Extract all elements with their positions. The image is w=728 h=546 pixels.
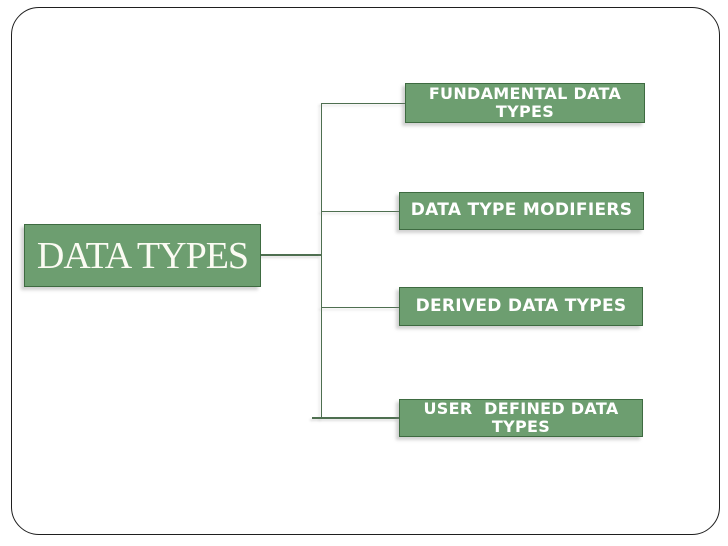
- connector-branch-1: [321, 102, 405, 105]
- branch-node-fundamental-data-types: FUNDAMENTAL DATA TYPES: [405, 83, 645, 123]
- branch-node-label: USER DEFINED DATA TYPES: [423, 399, 619, 436]
- connector-root-stem: [261, 254, 321, 256]
- branch-node-derived-data-types: DERIVED DATA TYPES: [399, 287, 643, 326]
- slide-border-frame: [11, 7, 720, 535]
- connector-branch-3: [321, 306, 399, 309]
- connector-branch-4: [312, 417, 399, 419]
- connector-trunk: [320, 102, 323, 419]
- branch-node-data-type-modifiers: DATA TYPE MODIFIERS: [399, 192, 644, 230]
- root-node-label: DATA TYPES: [36, 234, 249, 277]
- branch-node-label: FUNDAMENTAL DATA TYPES: [428, 84, 622, 121]
- connector-branch-2: [321, 210, 399, 213]
- root-node-data-types: DATA TYPES: [24, 224, 261, 287]
- branch-node-user-defined-data-types: USER DEFINED DATA TYPES: [399, 399, 643, 437]
- branch-node-label: DERIVED DATA TYPES: [415, 295, 627, 316]
- branch-node-label: DATA TYPE MODIFIERS: [410, 200, 633, 221]
